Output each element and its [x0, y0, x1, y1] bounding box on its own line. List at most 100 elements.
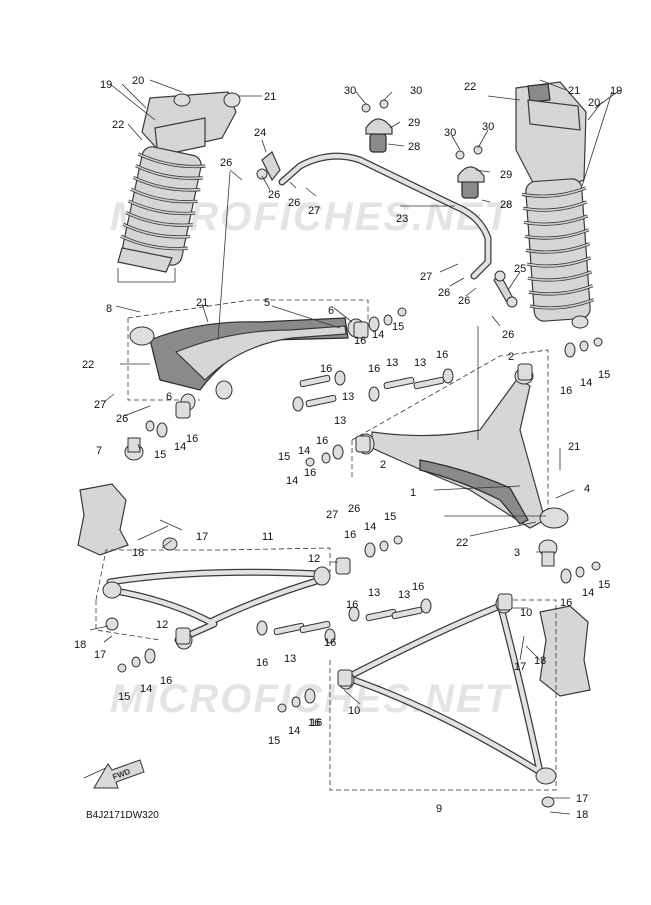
- callout-22: 22: [464, 81, 476, 93]
- callout-20: 20: [132, 75, 144, 87]
- callout-28: 28: [408, 141, 420, 153]
- callout-19: 19: [610, 85, 622, 97]
- callout-30: 30: [482, 121, 494, 133]
- upper-arm-right: [351, 349, 569, 529]
- callout-13: 13: [342, 391, 354, 403]
- callout-17: 17: [196, 531, 208, 543]
- callout-21: 21: [196, 297, 208, 309]
- callout-26: 26: [116, 413, 128, 425]
- callout-14: 14: [372, 329, 384, 341]
- callout-16: 16: [560, 597, 572, 609]
- callout-16: 16: [304, 467, 316, 479]
- callout-27: 27: [420, 271, 432, 283]
- callout-30: 30: [444, 127, 456, 139]
- callout-16: 16: [354, 335, 366, 347]
- callout-18: 18: [576, 809, 588, 821]
- callout-16: 16: [308, 717, 320, 729]
- callout-25: 25: [514, 263, 526, 275]
- callout-26: 26: [458, 295, 470, 307]
- callout-12: 12: [156, 619, 168, 631]
- callout-8: 8: [106, 303, 112, 315]
- callout-30: 30: [410, 85, 422, 97]
- callout-22: 22: [456, 537, 468, 549]
- callout-16: 16: [346, 599, 358, 611]
- callout-13: 13: [398, 589, 410, 601]
- leader-lines: [83, 79, 621, 815]
- callout-26: 26: [268, 189, 280, 201]
- callout-6: 6: [166, 391, 172, 403]
- callout-27: 27: [308, 205, 320, 217]
- callout-26: 26: [288, 197, 300, 209]
- callout-16: 16: [324, 637, 336, 649]
- callout-16: 16: [316, 435, 328, 447]
- callout-14: 14: [582, 587, 594, 599]
- stabilizer-bushings: [361, 99, 485, 199]
- callout-19: 19: [100, 79, 112, 91]
- callout-23: 23: [396, 213, 408, 225]
- knuckle-right: [538, 539, 591, 697]
- lower-arm-left: [95, 547, 331, 650]
- callout-18: 18: [534, 655, 546, 667]
- callout-16: 16: [320, 363, 332, 375]
- right-shock-absorber: [515, 81, 595, 329]
- callout-24: 24: [254, 127, 266, 139]
- callout-15: 15: [268, 735, 280, 747]
- callout-21: 21: [568, 85, 580, 97]
- callout-14: 14: [286, 475, 298, 487]
- callout-16: 16: [256, 657, 268, 669]
- callout-18: 18: [132, 547, 144, 559]
- callout-28: 28: [500, 199, 512, 211]
- callout-14: 14: [580, 377, 592, 389]
- callout-numbers: 19 20 21 22 22 21 20 19 30 30 29 28 30 3…: [74, 75, 622, 821]
- callout-14: 14: [364, 521, 376, 533]
- callout-13: 13: [334, 415, 346, 427]
- drawing-code: B4J2171DW320: [86, 810, 159, 821]
- callout-5: 5: [264, 297, 270, 309]
- callout-14: 14: [140, 683, 152, 695]
- callout-29: 29: [408, 117, 420, 129]
- callout-15: 15: [118, 691, 130, 703]
- callout-16: 16: [186, 433, 198, 445]
- callout-10: 10: [348, 705, 360, 717]
- callout-3: 3: [514, 547, 520, 559]
- knuckle-left: [77, 437, 144, 556]
- callout-18: 18: [74, 639, 86, 651]
- callout-14: 14: [298, 445, 310, 457]
- callout-16: 16: [344, 529, 356, 541]
- callout-2: 2: [508, 351, 514, 363]
- callout-16: 16: [160, 675, 172, 687]
- callout-10: 10: [520, 607, 532, 619]
- callout-17: 17: [576, 793, 588, 805]
- callout-15: 15: [154, 449, 166, 461]
- callout-21: 21: [264, 91, 276, 103]
- callout-12: 12: [308, 553, 320, 565]
- callout-29: 29: [500, 169, 512, 181]
- callout-13: 13: [368, 587, 380, 599]
- callout-22: 22: [82, 359, 94, 371]
- callout-4: 4: [584, 483, 590, 495]
- callout-16: 16: [412, 581, 424, 593]
- callout-15: 15: [598, 579, 610, 591]
- callout-16: 16: [310, 717, 322, 729]
- fwd-arrow: FWD: [93, 759, 145, 789]
- callout-26: 26: [348, 503, 360, 515]
- callout-30: 30: [344, 85, 356, 97]
- callout-16: 16: [560, 385, 572, 397]
- left-shock-absorber: [117, 91, 241, 283]
- hardware-bolts-washers-nuts: [117, 307, 603, 808]
- callout-15: 15: [598, 369, 610, 381]
- callout-6: 6: [328, 305, 334, 317]
- callout-20: 20: [588, 97, 600, 109]
- callout-1: 1: [410, 487, 416, 499]
- callout-15: 15: [278, 451, 290, 463]
- callout-15: 15: [392, 321, 404, 333]
- callout-17: 17: [514, 661, 526, 673]
- callout-14: 14: [288, 725, 300, 737]
- callout-7: 7: [96, 445, 102, 457]
- callout-16: 16: [368, 363, 380, 375]
- callout-15: 15: [384, 511, 396, 523]
- callout-13: 13: [414, 357, 426, 369]
- callout-13: 13: [284, 653, 296, 665]
